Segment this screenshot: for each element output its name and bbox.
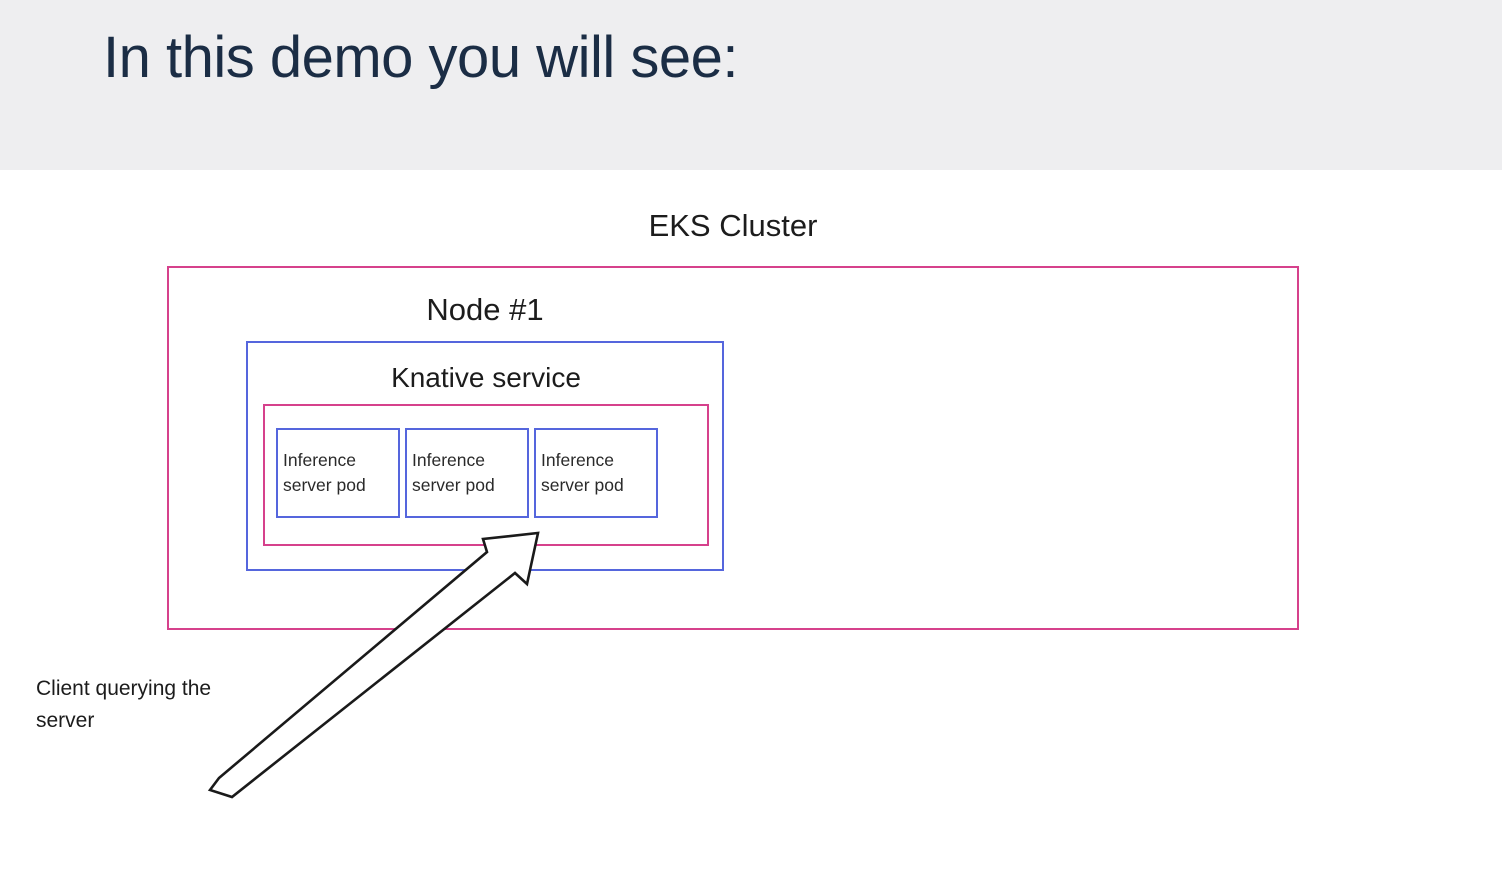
pod-label: Inference server pod — [283, 449, 366, 495]
node-label: Node #1 — [426, 292, 544, 327]
header-banner: In this demo you will see: — [0, 0, 1502, 170]
inference-server-pod-box: Inference server pod — [276, 428, 400, 518]
inference-server-pod-box: Inference server pod — [405, 428, 529, 518]
eks-cluster-box — [167, 266, 1299, 630]
inference-server-pod-box: Inference server pod — [534, 428, 658, 518]
knative-service-label: Knative service — [391, 362, 581, 393]
eks-cluster-label: EKS Cluster — [648, 208, 818, 243]
client-annotation-label: Client querying the server — [36, 677, 212, 732]
diagram-canvas: EKS Cluster Node #1 Knative service Infe… — [0, 170, 1502, 884]
page-title: In this demo you will see: — [103, 25, 738, 90]
pod-label: Inference server pod — [541, 449, 624, 495]
pod-label: Inference server pod — [412, 449, 495, 495]
pods-row: Inference server pod Inference server po… — [276, 428, 658, 518]
